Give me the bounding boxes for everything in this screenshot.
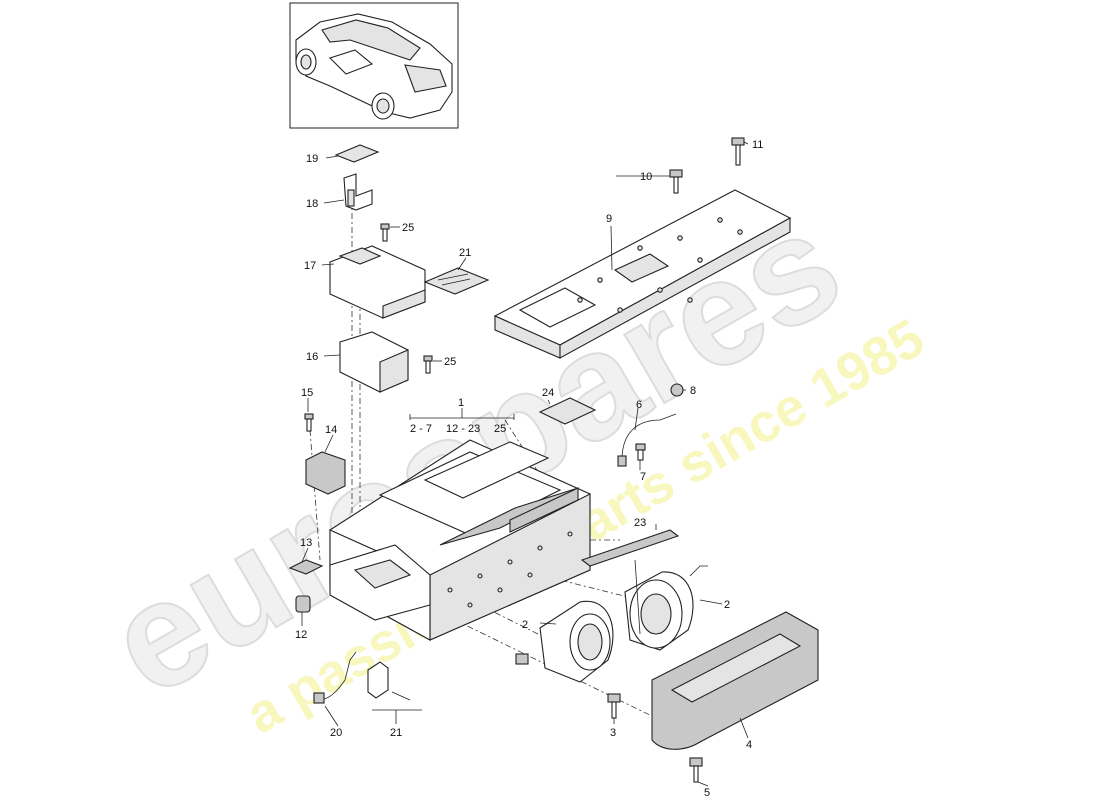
label-24: [538, 397, 597, 425]
fan-2-left: [515, 600, 614, 683]
bolt-10: [669, 169, 683, 194]
nut-8: [670, 383, 684, 397]
harness-20: [313, 651, 357, 704]
callout-2-upper: 2: [724, 599, 730, 611]
group-bracket: [409, 408, 515, 420]
callout-6: 6: [636, 399, 642, 411]
plug-12: [295, 595, 311, 613]
callout-18: 18: [306, 198, 318, 210]
callout-23: 23: [634, 517, 646, 529]
housing-17: [329, 245, 426, 319]
screw-25-upper: [380, 223, 390, 242]
callout-13: 13: [300, 537, 312, 549]
screw-15: [304, 413, 314, 432]
group-range-c: 25: [494, 423, 506, 435]
callout-8: 8: [690, 385, 696, 397]
cable-6: [617, 413, 677, 467]
callout-17: 17: [304, 260, 316, 272]
group-main-number: 1: [458, 397, 464, 409]
callout-21: 21: [390, 727, 402, 739]
callout-16: 16: [306, 351, 318, 363]
bolt-5: [689, 757, 703, 783]
callout-25-lower: 25: [444, 356, 456, 368]
callout-20: 20: [330, 727, 342, 739]
group-range-b: 12 - 23: [446, 423, 480, 435]
bracket-18: [343, 173, 373, 211]
pad-13: [288, 559, 324, 575]
car-icon: [295, 13, 453, 120]
battery-housing: [329, 439, 591, 641]
callout-5: 5: [704, 787, 710, 799]
bolt-3: [607, 693, 621, 719]
callout-9: 9: [606, 213, 612, 225]
cap-19: [334, 144, 380, 163]
callout-19: 19: [306, 153, 318, 165]
callout-11: 11: [752, 139, 763, 151]
bolt-11: [731, 137, 745, 166]
trim-cover-4: [651, 611, 819, 750]
leader-lines: [301, 141, 749, 787]
fan-2-right: [624, 565, 708, 651]
strip-23: [580, 529, 680, 567]
callout-14: 14: [325, 424, 337, 436]
callout-25-upper: 25: [402, 222, 414, 234]
callout-15: 15: [301, 387, 313, 399]
group-range-a: 2 - 7: [410, 423, 432, 435]
top-cover-plate: [493, 189, 792, 359]
callout-12: 12: [295, 629, 307, 641]
callout-4: 4: [746, 739, 752, 751]
pin-set-21: [367, 661, 422, 711]
callout-3: 3: [610, 727, 616, 739]
callout-7: 7: [640, 471, 646, 483]
bolt-7: [635, 443, 646, 461]
screw-25-lower: [423, 355, 433, 374]
relay-14: [305, 451, 346, 495]
callout-10: 10: [640, 171, 652, 183]
vehicle-thumbnail: [289, 2, 459, 129]
module-16: [339, 331, 409, 393]
callout-labels: 19 18 25 21 17 16 25 15 14 13 12 20 21 1…: [295, 139, 763, 799]
callout-22: 21: [459, 247, 471, 259]
callout-2-lower: 2: [522, 619, 528, 631]
callout-24: 24: [542, 387, 554, 399]
label-22: [423, 267, 490, 295]
